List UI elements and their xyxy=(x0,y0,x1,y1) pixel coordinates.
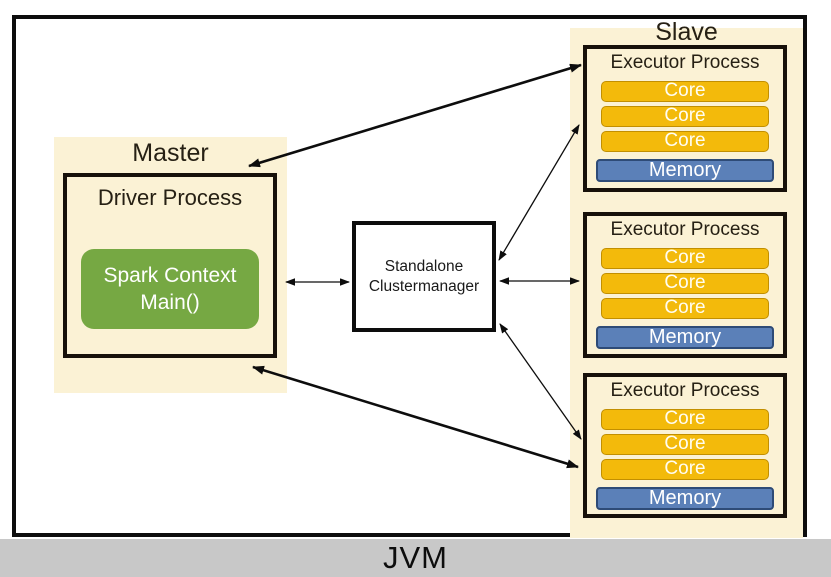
jvm-bar: JVM xyxy=(0,539,831,577)
jvm-label: JVM xyxy=(383,540,448,575)
memory-bar: Memory xyxy=(596,159,774,182)
executor-title: Executor Process xyxy=(610,380,760,401)
core-bar: Core xyxy=(601,81,769,102)
cluster-manager-line1: Standalone xyxy=(384,257,464,275)
core-bar: Core xyxy=(601,409,769,430)
core-bar: Core xyxy=(601,106,769,127)
cluster-manager-line2: Clustermanager xyxy=(368,277,480,295)
core-bar: Core xyxy=(601,434,769,455)
executor-title: Executor Process xyxy=(610,219,760,240)
spark-context-line1: Spark Context xyxy=(103,264,237,287)
cluster-manager-box: Standalone Clustermanager xyxy=(352,221,496,332)
driver-process-box: Driver Process Spark Context Main() xyxy=(63,173,277,358)
memory-bar: Memory xyxy=(596,487,774,510)
core-bar: Core xyxy=(601,459,769,480)
slave-panel: Slave Executor Process Core Core Core Me… xyxy=(570,18,803,538)
core-bar: Core xyxy=(601,273,769,294)
executor-process-box-2: Executor Process Core Core Core Memory xyxy=(583,212,787,358)
core-bar: Core xyxy=(601,298,769,319)
core-bar: Core xyxy=(601,131,769,152)
driver-process-title: Driver Process xyxy=(97,185,243,210)
executor-title: Executor Process xyxy=(610,52,760,73)
slave-label: Slave xyxy=(655,18,718,46)
executor-process-box-3: Executor Process Core Core Core Memory xyxy=(583,373,787,518)
spark-context-box: Spark Context Main() xyxy=(81,249,259,329)
core-bar: Core xyxy=(601,248,769,269)
memory-bar: Memory xyxy=(596,326,774,349)
spark-context-line2: Main() xyxy=(140,291,200,314)
master-panel: Master Driver Process Spark Context Main… xyxy=(54,137,287,393)
master-label: Master xyxy=(132,139,209,167)
executor-process-box-1: Executor Process Core Core Core Memory xyxy=(583,45,787,192)
